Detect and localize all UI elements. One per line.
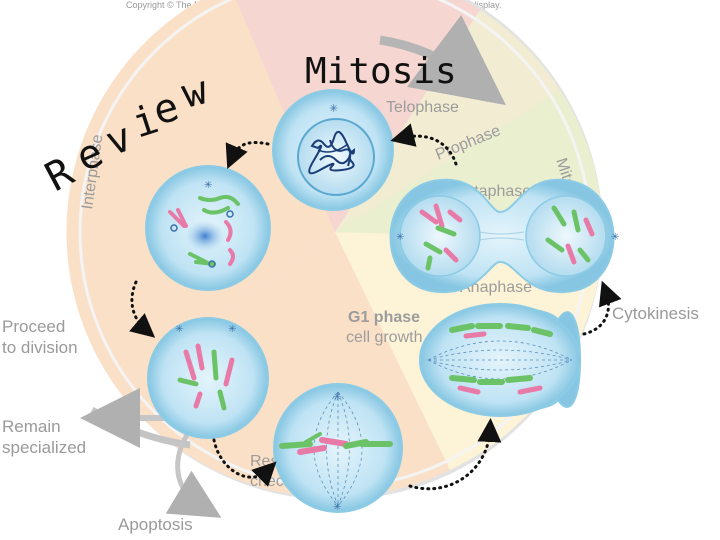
arrow-prophase-to-prometaphase — [129, 280, 156, 338]
g1-sub-label: cell growth — [346, 329, 422, 346]
telophase-cell: ✳ ✳ — [389, 178, 619, 294]
to-division-label: to division — [2, 338, 78, 357]
anaphase-cell — [418, 303, 582, 417]
arrow-prometaphase-to-metaphase — [212, 438, 277, 487]
arrow-interphase-to-prophase — [225, 141, 270, 170]
specialized-label: specialized — [2, 438, 86, 457]
stage-arrows — [129, 123, 622, 491]
apoptosis-label: Apoptosis — [118, 515, 193, 534]
prometaphase-cell: ✳ ✳ — [147, 317, 269, 439]
svg-text:✳: ✳ — [396, 232, 404, 243]
svg-text:✳: ✳ — [329, 103, 338, 115]
svg-text:✳: ✳ — [333, 392, 341, 403]
svg-text:✳: ✳ — [611, 232, 619, 243]
svg-text:✳: ✳ — [175, 324, 183, 335]
wheel-arrow-top — [379, 14, 506, 106]
telophase-fragment: Telophase — [386, 99, 459, 116]
arrow-metaphase-to-anaphase — [408, 418, 502, 491]
remain-label: Remain — [2, 417, 61, 436]
arrow-telophase-to-interphase — [390, 123, 458, 166]
cytokinesis-label: Cytokinesis — [612, 304, 699, 323]
arrow-anaphase-to-cytokinesis — [582, 280, 622, 336]
svg-text:✳: ✳ — [333, 502, 341, 513]
proceed-label: Proceed — [2, 317, 65, 336]
prophase-cell: ✳ — [145, 165, 271, 291]
slide-title: Mitosis — [305, 51, 457, 92]
apoptosis-arrow — [165, 428, 222, 518]
g1-label: G1 phase — [348, 309, 420, 326]
metaphase-cell: ✳ ✳ — [273, 383, 403, 513]
interphase-cell: ✳ — [272, 89, 394, 211]
cytokinesis-label-bg — [615, 302, 720, 324]
svg-text:✳: ✳ — [204, 180, 212, 191]
svg-text:✳: ✳ — [228, 324, 236, 335]
anaphase-fragment: Anaphase — [460, 279, 532, 296]
